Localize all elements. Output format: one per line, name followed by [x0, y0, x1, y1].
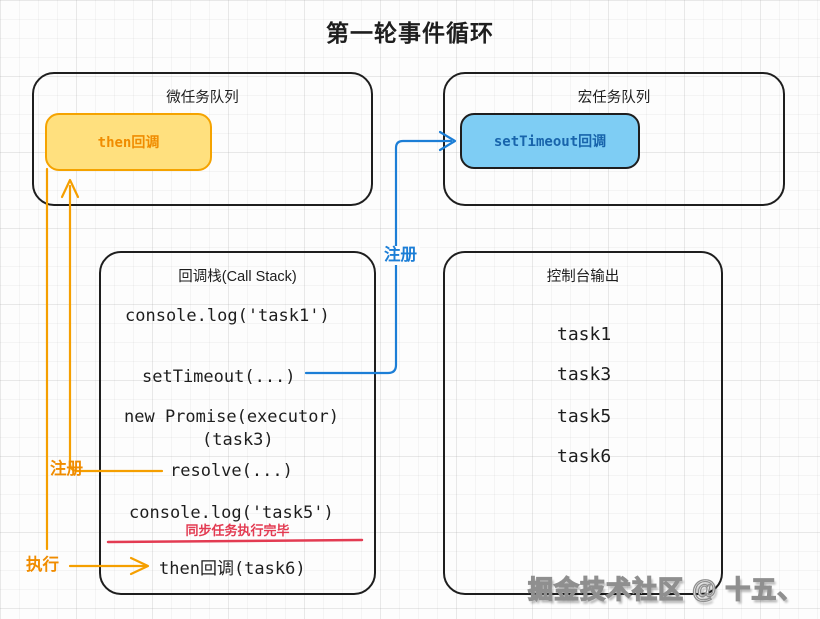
- macrotask-queue-label: 宏任务队列: [577, 90, 651, 106]
- call-stack-box: 回调栈(Call Stack) console.log('task1') set…: [99, 251, 376, 595]
- settimeout-callback-item: setTimeout回调: [460, 113, 640, 169]
- macrotask-queue-box: 宏任务队列 setTimeout回调: [443, 72, 785, 206]
- call-stack-label: 回调栈(Call Stack): [178, 269, 297, 285]
- console-line-task3: task3: [557, 364, 612, 385]
- console-output-box: 控制台输出 task1 task3 task5 task6: [443, 251, 723, 595]
- microtask-queue-box: 微任务队列 then回调: [32, 72, 373, 206]
- register-macrotask-label: 注册: [381, 246, 420, 265]
- call-stack-item-task5: console.log('task5'): [129, 503, 334, 523]
- watermark: 掘金技术社区 @ 十五、: [527, 575, 804, 604]
- register-microtask-label: 注册: [50, 460, 83, 478]
- then-callback-item: then回调: [45, 113, 212, 171]
- call-stack-item-task3: (task3): [202, 430, 274, 450]
- call-stack-item-then-task6: then回调(task6): [159, 559, 306, 579]
- call-stack-item-settimeout: setTimeout(...): [142, 367, 296, 387]
- call-stack-item-resolve: resolve(...): [170, 461, 293, 481]
- call-stack-item-task1: console.log('task1'): [125, 306, 330, 326]
- diagram-title: 第一轮事件循环: [326, 20, 494, 46]
- console-line-task1: task1: [557, 324, 612, 345]
- execute-label: 执行: [26, 556, 59, 574]
- console-line-task5: task5: [557, 406, 612, 427]
- sync-done-label: 同步任务执行完毕: [185, 523, 290, 538]
- microtask-queue-label: 微任务队列: [166, 90, 239, 106]
- console-output-label: 控制台输出: [546, 269, 620, 285]
- call-stack-item-new-promise: new Promise(executor): [124, 407, 339, 427]
- console-line-task6: task6: [557, 446, 612, 467]
